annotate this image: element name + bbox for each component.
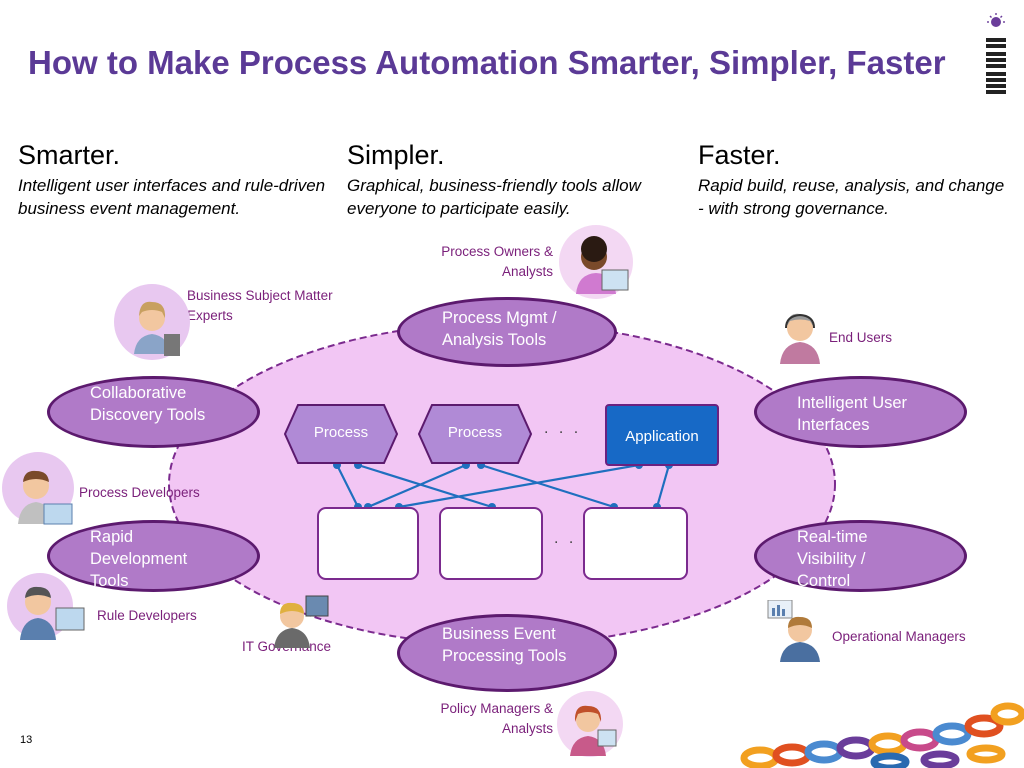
application-node[interactable]: Application <box>605 404 719 466</box>
ellipsis-bottom: . . . <box>554 530 592 547</box>
pill-label: Real-time Visibility / Control <box>797 528 868 590</box>
pill-label: Process Mgmt / Analysis Tools <box>442 309 557 349</box>
role-policy-managers: Policy Managers & Analysts <box>440 701 553 736</box>
event-box-3 <box>583 507 688 580</box>
connector-lines <box>336 463 671 509</box>
process-node-2[interactable]: Process <box>418 404 532 464</box>
slide-title: How to Make Process Automation Smarter, … <box>28 44 946 81</box>
collaborative-discovery-tools[interactable]: Collaborative Discovery Tools <box>47 376 260 448</box>
event-box-1 <box>317 507 419 580</box>
role-process-owners: Process Owners & Analysts <box>441 244 553 279</box>
it-governance-person-icon <box>268 588 332 655</box>
process-mgmt-tools[interactable]: Process Mgmt / Analysis Tools <box>397 297 617 367</box>
role-operational-managers: Operational Managers <box>832 629 966 644</box>
role-rule-developers: Rule Developers <box>97 608 197 623</box>
pill-label: Rapid Development Tools <box>90 528 188 590</box>
end-user-person-icon <box>772 304 828 371</box>
column-text: Intelligent user interfaces and rule-dri… <box>18 176 326 218</box>
realtime-visibility-control[interactable]: Real-time Visibility / Control <box>754 520 967 592</box>
application-label: Application <box>625 428 699 445</box>
rapid-development-tools[interactable]: Rapid Development Tools <box>47 520 260 592</box>
ellipsis-top: . . . <box>544 420 582 437</box>
column-heading: Faster. <box>698 140 781 170</box>
process-label: Process <box>447 424 503 441</box>
business-event-processing-tools[interactable]: Business Event Processing Tools <box>397 614 617 692</box>
role-end-users: End Users <box>829 330 893 345</box>
column-heading: Simpler. <box>347 140 445 170</box>
column-text: Rapid build, reuse, analysis, and change… <box>698 176 1005 218</box>
column-heading: Smarter. <box>18 140 121 170</box>
rule-developer-person-icon <box>6 572 88 647</box>
ibm-logo <box>980 12 1012 98</box>
pill-label: Business Event Processing Tools <box>442 625 567 665</box>
column-simpler: Simpler. Graphical, business-friendly to… <box>347 140 677 220</box>
process-owner-person-icon <box>558 224 634 305</box>
event-box-2 <box>439 507 543 580</box>
column-smarter: Smarter. Intelligent user interfaces and… <box>18 140 333 220</box>
role-process-developers: Process Developers <box>79 485 200 500</box>
process-developer-person-icon <box>2 450 78 535</box>
process-label: Process <box>313 424 369 441</box>
column-faster: Faster. Rapid build, reuse, analysis, an… <box>698 140 1008 220</box>
decorative-chain-graphic <box>740 702 1024 768</box>
pill-label: Intelligent User Interfaces <box>797 394 908 434</box>
business-sme-person-icon <box>112 282 192 367</box>
policy-manager-person-icon <box>554 688 624 763</box>
page-number: 13 <box>20 734 33 746</box>
process-node-1[interactable]: Process <box>284 404 398 464</box>
role-business-sme: Business Subject Matter Experts <box>187 288 333 323</box>
pill-label: Collaborative Discovery Tools <box>90 384 206 424</box>
column-text: Graphical, business-friendly tools allow… <box>347 176 641 218</box>
operational-manager-person-icon <box>766 599 830 669</box>
intelligent-user-interfaces[interactable]: Intelligent User Interfaces <box>754 376 967 448</box>
